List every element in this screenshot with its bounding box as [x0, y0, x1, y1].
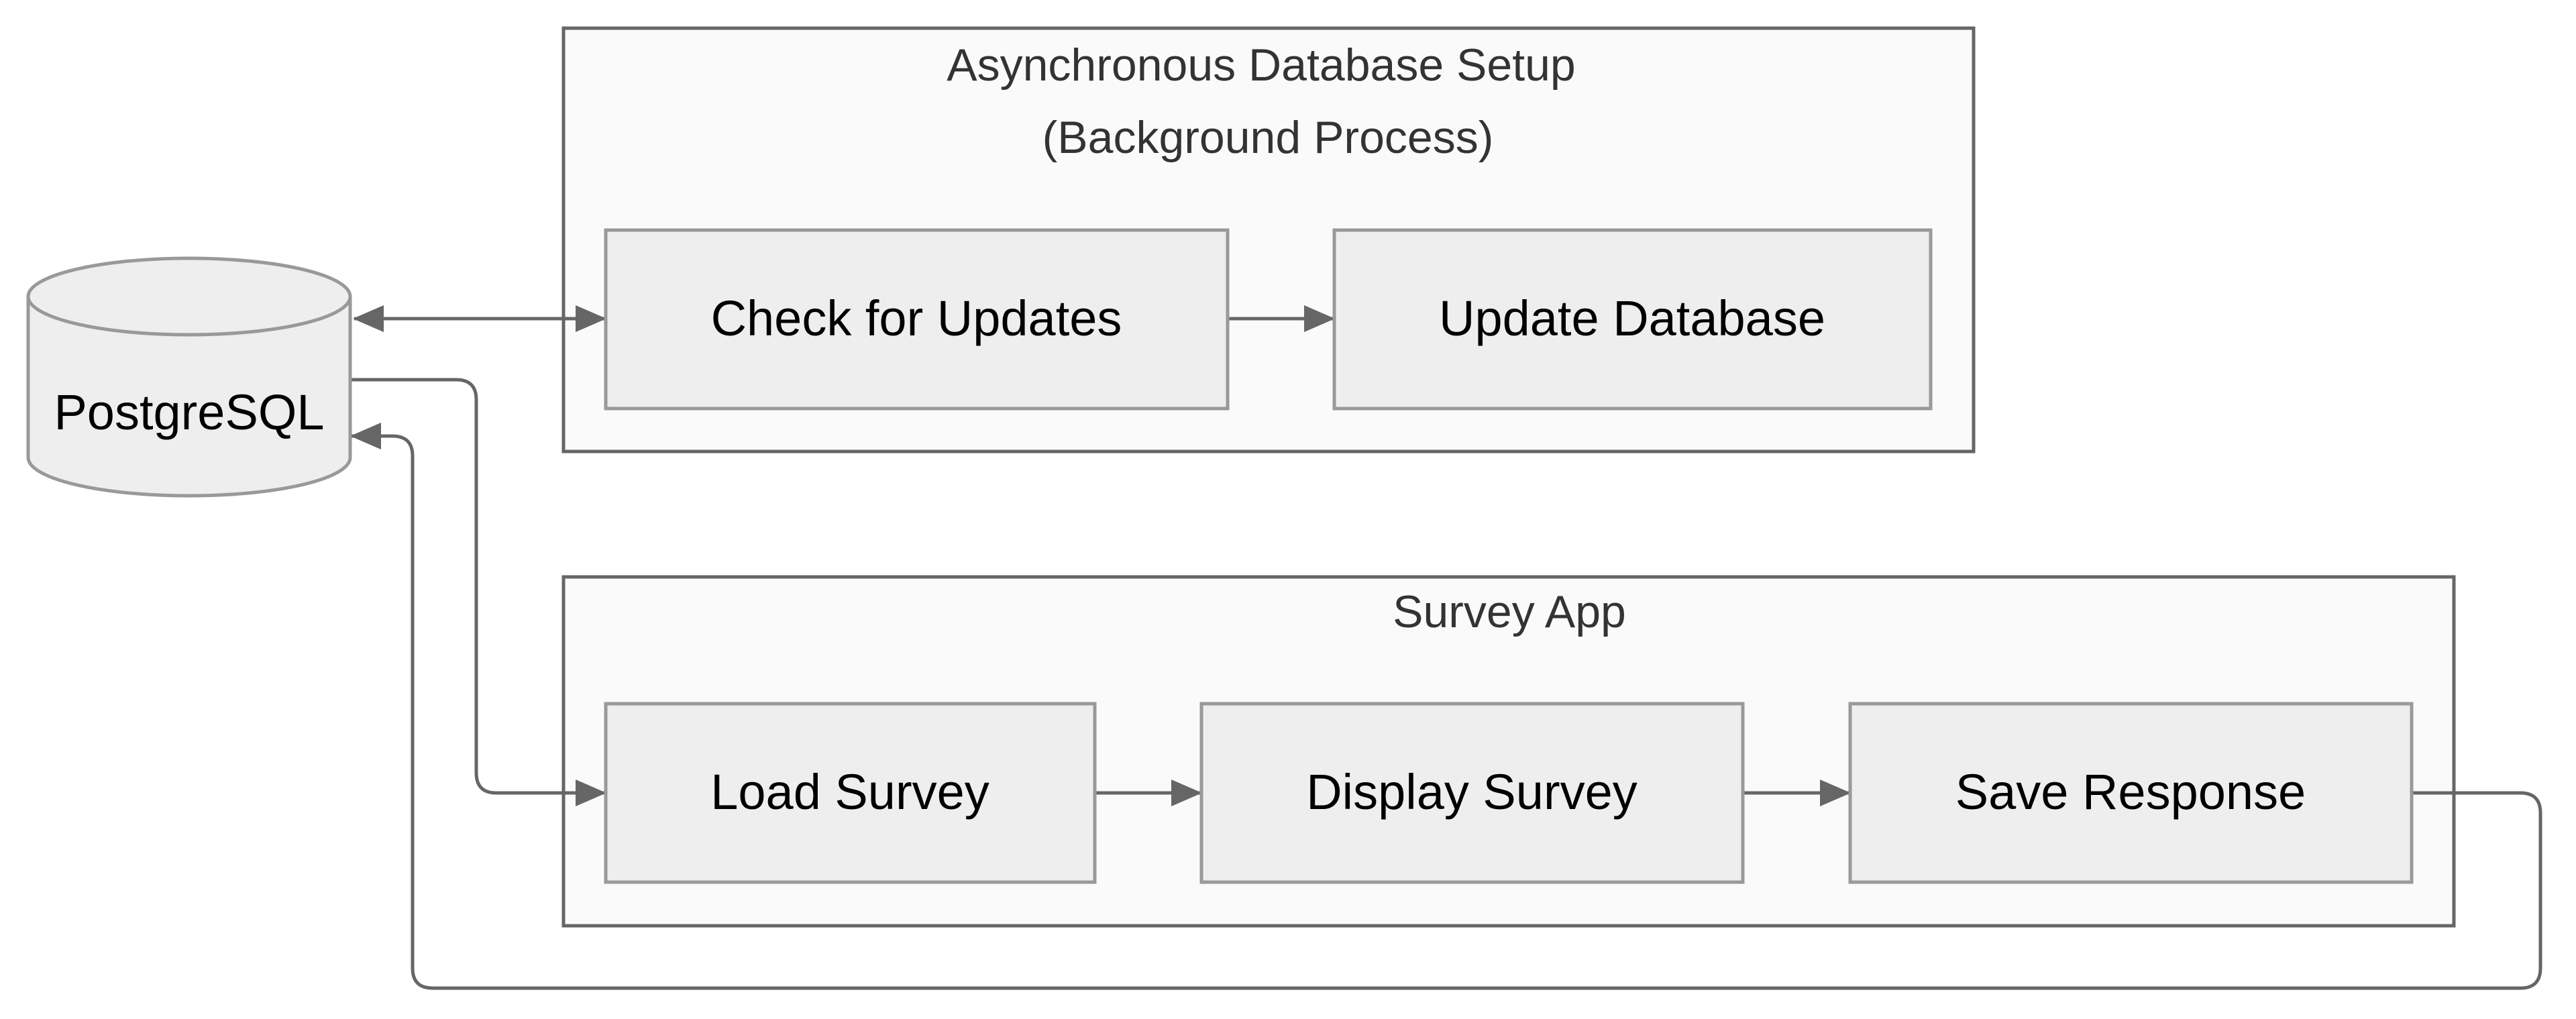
edge-postgres-load-survey — [352, 378, 606, 806]
edge-save-response-postgres — [350, 423, 2542, 990]
node-save-response-label: Save Response — [1955, 764, 2306, 820]
node-update-database-label: Update Database — [1439, 290, 1825, 346]
node-postgresql[interactable]: PostgreSQL — [26, 256, 352, 498]
cluster-async-title: Asynchronous Database Setup — [947, 40, 1576, 91]
node-check-for-updates[interactable]: Check for Updates — [604, 228, 1230, 411]
node-load-survey-label: Load Survey — [710, 764, 989, 820]
cluster-survey-title: Survey App — [1393, 586, 1626, 637]
node-save-response[interactable]: Save Response — [1848, 702, 2414, 884]
node-update-database[interactable]: Update Database — [1332, 228, 1933, 411]
node-display-survey[interactable]: Display Survey — [1199, 702, 1745, 884]
node-check-for-updates-label: Check for Updates — [711, 290, 1122, 346]
node-display-survey-label: Display Survey — [1306, 764, 1638, 820]
edges — [350, 305, 2542, 990]
node-load-survey[interactable]: Load Survey — [604, 702, 1097, 884]
database-cylinder-icon — [26, 256, 352, 498]
cluster-async-subtitle: (Background Process) — [1042, 112, 1494, 163]
database-cylinder-top — [26, 296, 352, 337]
node-postgresql-label: PostgreSQL — [54, 384, 324, 440]
